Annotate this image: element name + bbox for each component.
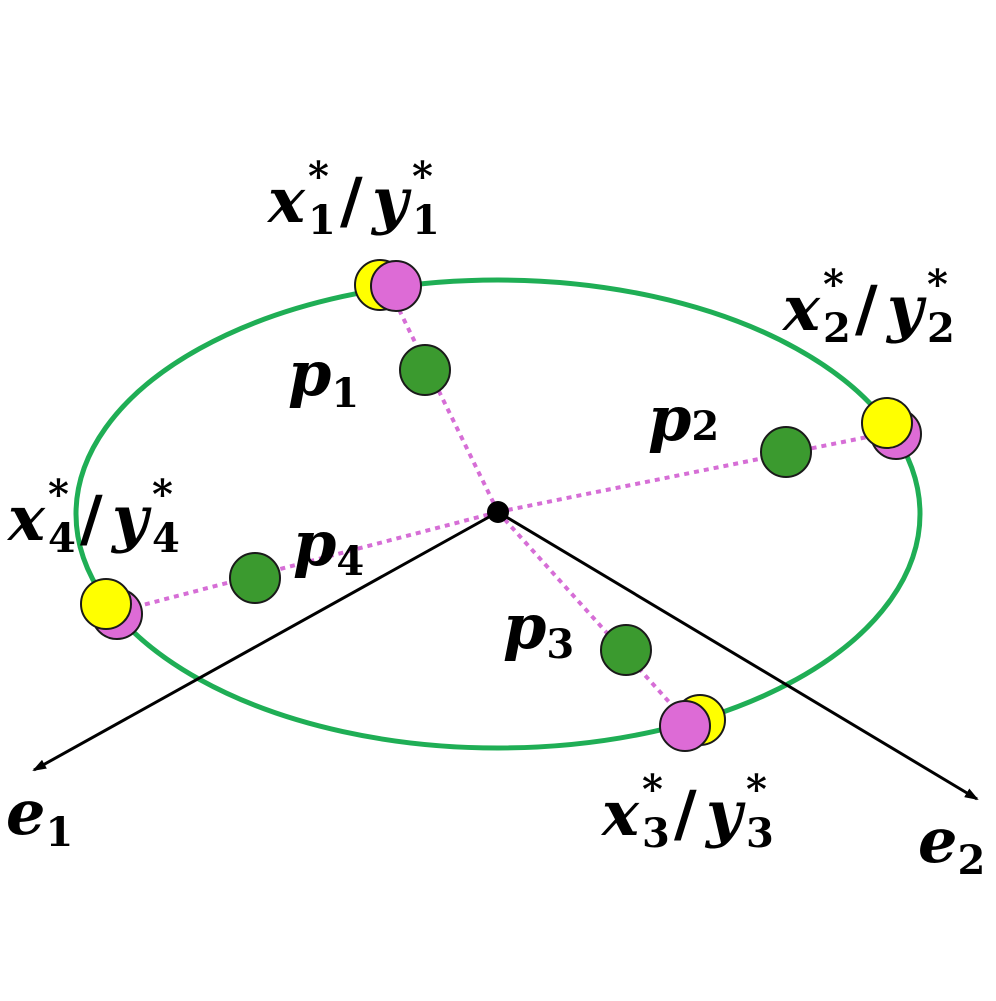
x2-point xyxy=(861,397,913,449)
label-p1: p1 xyxy=(288,337,359,417)
svg-text:/: / xyxy=(340,164,363,237)
svg-text:*: * xyxy=(48,471,69,518)
svg-text:*: * xyxy=(152,471,173,518)
dotted-lines xyxy=(115,286,893,725)
svg-text:/: / xyxy=(855,272,878,345)
xy-points xyxy=(80,259,922,752)
svg-text:x: x xyxy=(600,777,640,850)
svg-text:y: y xyxy=(885,272,927,345)
p-points xyxy=(229,344,812,676)
svg-text:2: 2 xyxy=(927,305,955,352)
label-e2: e2 xyxy=(918,804,985,884)
svg-text:y: y xyxy=(704,777,746,850)
p2-point xyxy=(760,426,812,478)
svg-text:*: * xyxy=(308,153,329,200)
label-xy1: x * 1 / y * 1 xyxy=(266,153,440,244)
svg-text:4: 4 xyxy=(48,515,76,562)
dotted-line-1 xyxy=(386,286,500,513)
svg-text:x: x xyxy=(6,482,46,555)
y1-point xyxy=(370,260,422,312)
svg-text:4: 4 xyxy=(152,515,180,562)
svg-text:*: * xyxy=(927,261,948,308)
dotted-line-3 xyxy=(496,510,690,725)
svg-text:1: 1 xyxy=(308,197,336,244)
svg-text:*: * xyxy=(823,261,844,308)
p3-point xyxy=(600,624,652,676)
label-xy4: x * 4 / y * 4 xyxy=(6,471,180,562)
label-e1: e1 xyxy=(6,776,73,856)
svg-text:3: 3 xyxy=(642,810,670,857)
label-xy2: x * 2 / y * 2 xyxy=(781,261,955,352)
svg-text:/: / xyxy=(674,777,697,850)
svg-text:*: * xyxy=(746,766,767,813)
axis-e2 xyxy=(497,510,979,801)
y3-point xyxy=(659,700,711,752)
center-point xyxy=(487,501,509,523)
svg-text:x: x xyxy=(266,164,306,237)
label-p2: p2 xyxy=(648,382,719,455)
label-p3: p3 xyxy=(503,590,574,668)
axis-e1 xyxy=(32,510,499,772)
dotted-line-2 xyxy=(497,430,893,514)
svg-text:y: y xyxy=(370,164,412,237)
ellipse-boundary xyxy=(73,277,923,751)
label-xy3: x * 3 / y * 3 xyxy=(600,766,774,857)
axes xyxy=(32,510,979,801)
svg-text:y: y xyxy=(110,482,152,555)
p1-point xyxy=(399,344,451,396)
label-p4: p4 xyxy=(293,507,364,585)
x4-point xyxy=(80,578,132,630)
svg-text:3: 3 xyxy=(746,810,774,857)
svg-text:*: * xyxy=(412,153,433,200)
svg-text:/: / xyxy=(80,482,103,555)
svg-text:x: x xyxy=(781,272,821,345)
svg-text:1: 1 xyxy=(412,197,440,244)
svg-text:2: 2 xyxy=(823,305,851,352)
p4-point xyxy=(229,552,281,604)
svg-text:*: * xyxy=(642,766,663,813)
